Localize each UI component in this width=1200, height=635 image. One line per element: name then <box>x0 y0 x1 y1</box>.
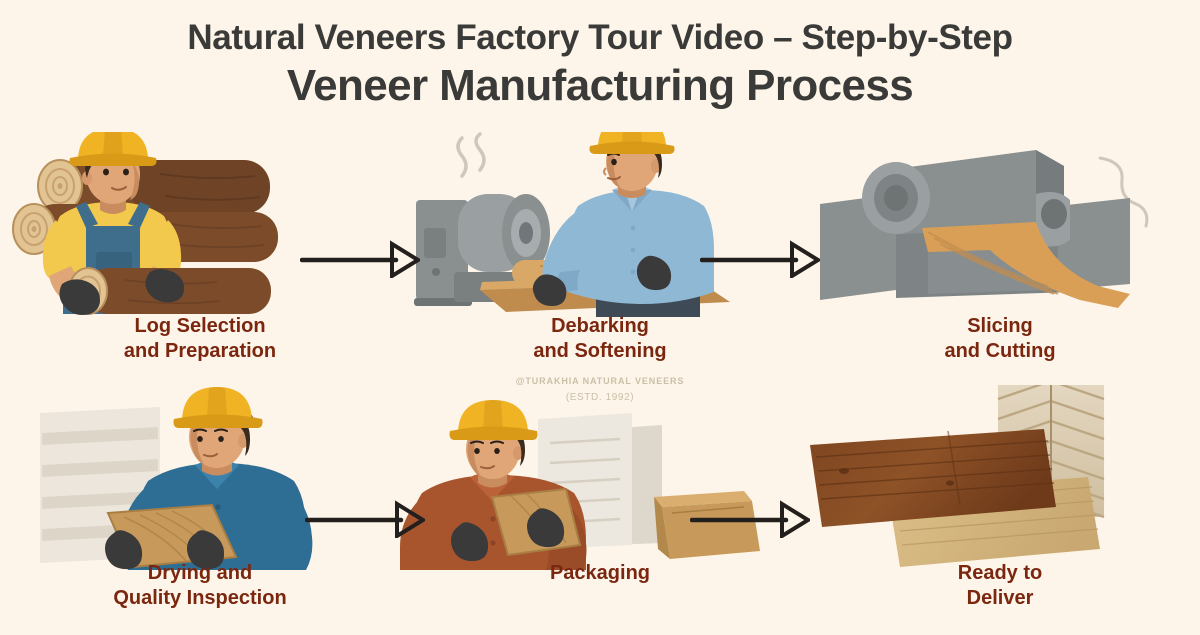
step-3-caption-line1: Slicing <box>967 315 1033 337</box>
step-4-caption-line2: Quality Inspection <box>113 587 287 609</box>
step-4-drying-inspection: Drying and Quality Inspection <box>0 385 400 635</box>
arrow-step5-to-step6 <box>690 500 810 538</box>
step-1-caption-line1: Log Selection <box>134 315 266 337</box>
arrow-step4-to-step5 <box>305 500 425 538</box>
worker-at-debarking-machine-illustration <box>414 132 730 317</box>
arrow-step1-to-step2 <box>300 240 420 278</box>
step-6-caption-line1: Ready to <box>957 562 1043 584</box>
finished-veneer-panels-illustration <box>810 385 1105 567</box>
title-line-2: Veneer Manufacturing Process <box>286 61 914 110</box>
step-5-packaging: Packaging <box>400 385 800 635</box>
step-4-caption: Drying and Quality Inspection <box>0 561 400 611</box>
page-title: Natural Veneers Factory Tour Video – Ste… <box>0 16 1200 112</box>
step-2-caption-line2: and Softening <box>533 340 667 362</box>
step-3-caption-line2: and Cutting <box>944 340 1056 362</box>
step-6-caption: Ready to Deliver <box>800 561 1200 611</box>
step-2-caption: Debarking and Softening <box>400 314 800 364</box>
step-6-ready-to-deliver: Ready to Deliver <box>800 385 1200 635</box>
worker-packaging-illustration <box>400 400 760 570</box>
process-row-bottom: Drying and Quality Inspection <box>0 385 1200 635</box>
arrow-step2-to-step3 <box>700 240 820 278</box>
step-1-caption: Log Selection and Preparation <box>0 314 400 364</box>
worker-inspecting-veneer-illustration <box>40 387 313 570</box>
step-5-caption: Packaging <box>400 561 800 586</box>
step-4-caption-line1: Drying and <box>147 562 253 584</box>
step-3-slicing: Slicing and Cutting <box>800 132 1200 382</box>
step-2-caption-line1: Debarking <box>551 315 649 337</box>
title-line-1: Natural Veneers Factory Tour Video – Ste… <box>187 18 1013 57</box>
step-3-caption: Slicing and Cutting <box>800 314 1200 364</box>
step-6-caption-line2: Deliver <box>966 587 1034 609</box>
step-1-caption-line2: and Preparation <box>123 340 277 362</box>
worker-stacking-logs-illustration <box>12 132 278 315</box>
step-1-log-selection: Log Selection and Preparation <box>0 132 400 382</box>
process-row-top: Log Selection and Preparation <box>0 132 1200 382</box>
step-5-caption-line1: Packaging <box>549 562 651 584</box>
step-2-debarking: Debarking and Softening <box>400 132 800 382</box>
slicing-machine-illustration <box>820 150 1149 308</box>
